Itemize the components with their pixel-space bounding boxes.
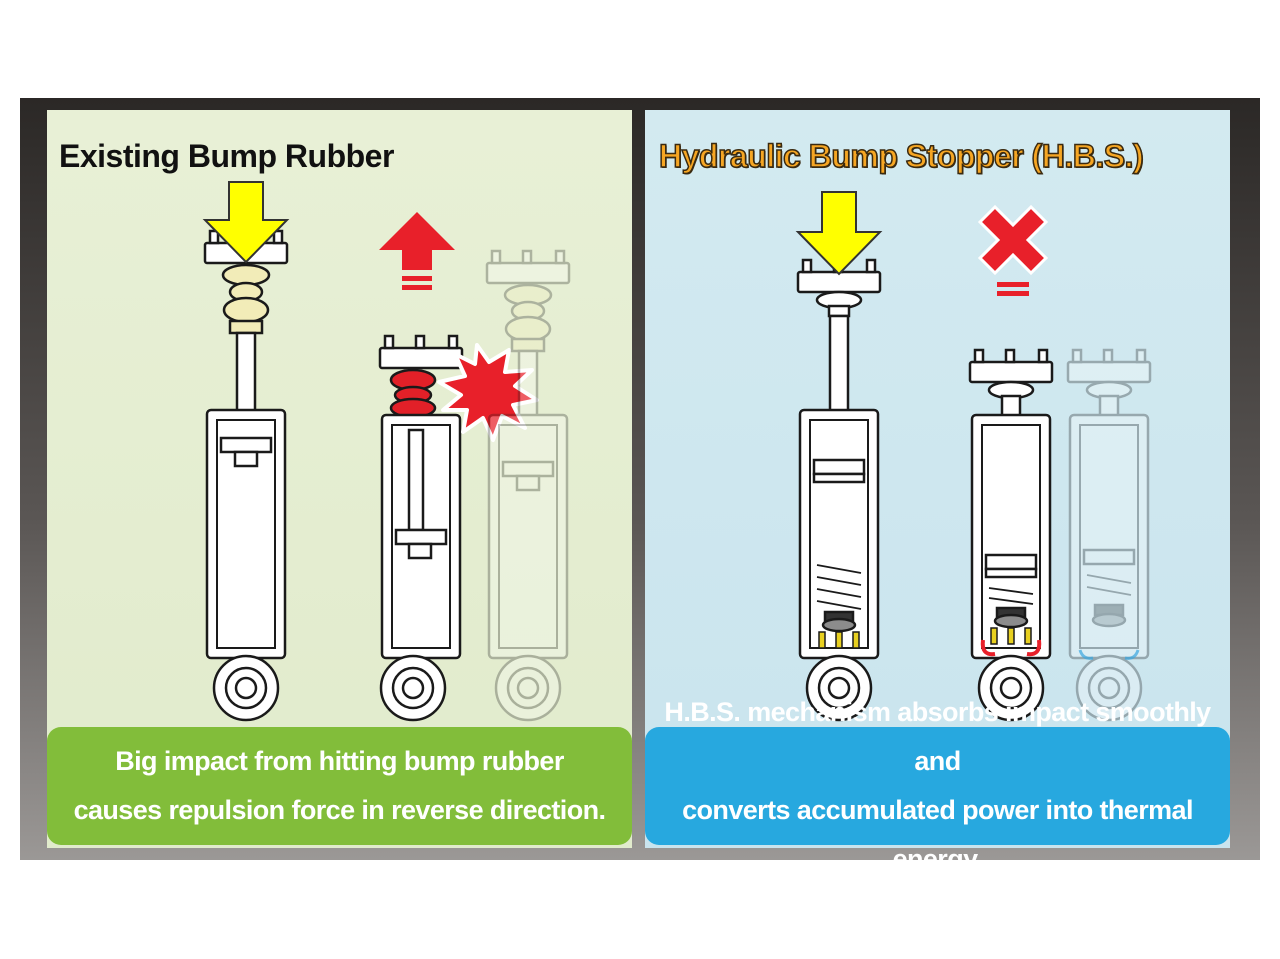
hbs-shock-absorbing — [968, 348, 1054, 722]
down-arrow-icon — [202, 181, 290, 264]
caption-line: Big impact from hitting bump rubber — [115, 746, 564, 776]
fluid-flow-icon — [980, 639, 1042, 657]
caption-line: H.B.S. mechanism absorbs impact smoothly… — [664, 697, 1211, 776]
cross-icon — [977, 204, 1049, 296]
panel-existing-bump-rubber: Existing Bump Rubber — [47, 110, 632, 848]
shock-absorber-ghost — [485, 249, 571, 722]
compressed-bump-rubber — [389, 368, 437, 419]
panel-hydraulic-bump-stopper: Hydraulic Bump Stopper (H.B.S.) — [645, 110, 1230, 874]
shock-absorber-rebounding — [378, 334, 464, 722]
down-arrow-icon — [795, 191, 883, 276]
bump-rubber — [221, 263, 271, 335]
panel-title: Existing Bump Rubber — [59, 138, 394, 174]
hbs-shock-ghost — [1066, 348, 1152, 722]
shock-absorber-compressing — [203, 229, 289, 722]
caption-line: causes repulsion force in reverse direct… — [73, 795, 606, 825]
panel-title: Hydraulic Bump Stopper (H.B.S.) — [658, 137, 1144, 175]
fluid-flow-icon — [1078, 649, 1140, 660]
hbs-shock-compressing — [796, 258, 882, 722]
caption-line: converts accumulated power into thermal … — [682, 795, 1193, 874]
panel-caption: H.B.S. mechanism absorbs impact smoothly… — [645, 697, 1230, 874]
existing-shocks-illustration — [202, 181, 571, 722]
burst-icon — [437, 343, 539, 442]
panel-caption: Big impact from hitting bump rubber caus… — [47, 727, 632, 845]
up-arrow-icon — [379, 212, 455, 290]
hbs-shocks-illustration — [795, 191, 1152, 722]
